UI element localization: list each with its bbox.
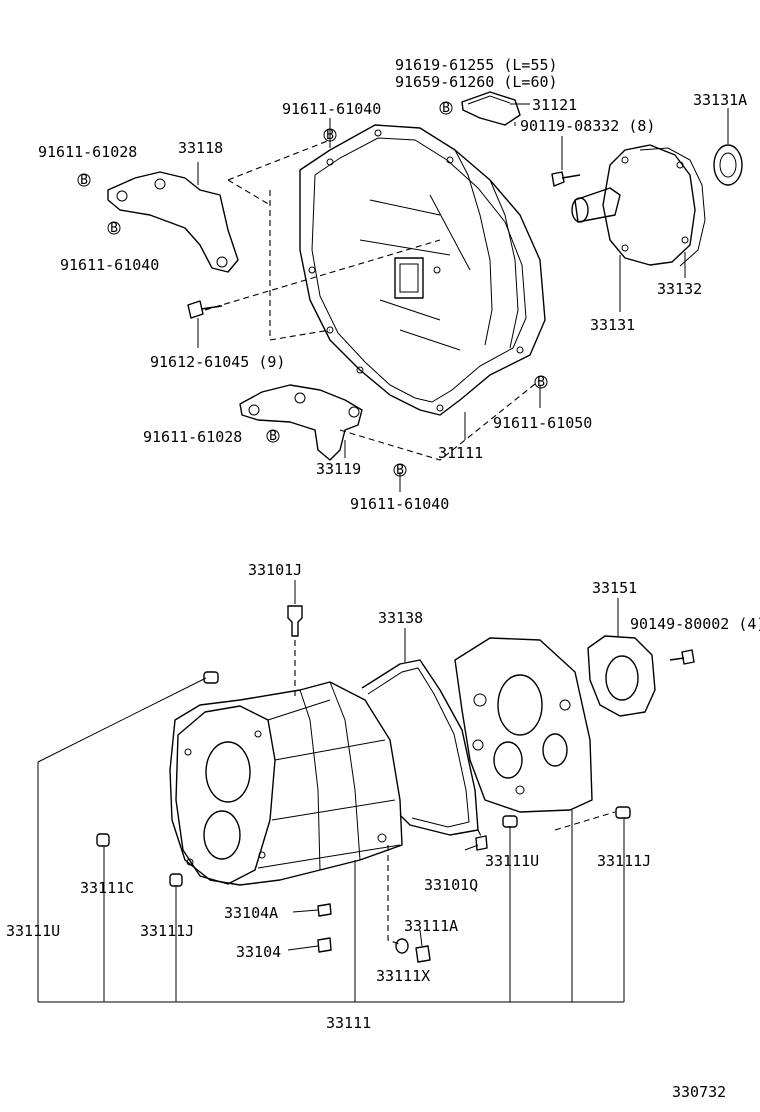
label-91611-61028-top: 91611-61028 bbox=[38, 143, 137, 161]
label-90149-80002: 90149-80002 (4) bbox=[630, 615, 760, 633]
bolt-marker-icon: B bbox=[534, 375, 548, 390]
label-33111U-left: 33111U bbox=[6, 922, 60, 940]
label-33118: 33118 bbox=[178, 139, 223, 157]
bolt-90149 bbox=[669, 649, 695, 665]
svg-text:B: B bbox=[396, 463, 404, 478]
label-91611-61040-bot: 91611-61040 bbox=[350, 495, 449, 513]
lower-alignment-lines bbox=[294, 640, 616, 946]
label-33111J-right: 33111J bbox=[597, 852, 651, 870]
label-91612-61045: 91612-61045 (9) bbox=[150, 353, 285, 371]
clutch-housing bbox=[299, 124, 546, 416]
gasket-33111X bbox=[395, 938, 409, 954]
bolt-marker-icon: B bbox=[77, 173, 91, 188]
label-31111: 31111 bbox=[438, 444, 483, 462]
label-33151: 33151 bbox=[592, 579, 637, 597]
label-33111X: 33111X bbox=[376, 967, 430, 985]
bolt-90119 bbox=[551, 171, 581, 187]
bolt-marker-icon: B bbox=[439, 101, 453, 116]
label-33104A: 33104A bbox=[224, 904, 278, 922]
label-33131: 33131 bbox=[590, 316, 635, 334]
label-33138: 33138 bbox=[378, 609, 423, 627]
label-33111C: 33111C bbox=[80, 879, 134, 897]
plug-33101Q bbox=[475, 835, 488, 851]
bolt-marker-icon: B bbox=[323, 128, 337, 143]
plug-33104A bbox=[317, 903, 332, 917]
bolt-markers: B B B B B B B bbox=[77, 101, 548, 478]
svg-text:B: B bbox=[110, 221, 118, 236]
label-91619-61255: 91619-61255 (L=55) bbox=[395, 56, 558, 74]
svg-text:B: B bbox=[80, 173, 88, 188]
label-91611-61040-top: 91611-61040 bbox=[282, 100, 381, 118]
lower-leader-lines bbox=[37, 580, 625, 1003]
plug-33111A bbox=[415, 945, 431, 963]
svg-text:B: B bbox=[269, 429, 277, 444]
label-91611-61050: 91611-61050 bbox=[493, 414, 592, 432]
svg-text:B: B bbox=[326, 128, 334, 143]
transmission-case bbox=[169, 681, 403, 886]
label-33104: 33104 bbox=[236, 943, 281, 961]
extension-adapter bbox=[571, 144, 706, 267]
label-33111U-right: 33111U bbox=[485, 852, 539, 870]
gasket-33138 bbox=[361, 659, 479, 836]
label-31121: 31121 bbox=[532, 96, 577, 114]
label-33119: 33119 bbox=[316, 460, 361, 478]
dowel-pins bbox=[96, 671, 631, 887]
inspection-cover bbox=[461, 91, 521, 126]
part-labels: 91619-61255 (L=55) 91659-61260 (L=60) 31… bbox=[6, 56, 760, 1101]
label-33111: 33111 bbox=[326, 1014, 371, 1032]
label-91659-61260: 91659-61260 (L=60) bbox=[395, 73, 558, 91]
bearing-retainer bbox=[587, 635, 656, 717]
label-33111J-left: 33111J bbox=[140, 922, 194, 940]
label-33131A: 33131A bbox=[693, 91, 747, 109]
intermediate-plate bbox=[454, 637, 593, 813]
label-33101Q: 33101Q bbox=[424, 876, 478, 894]
label-33101J: 33101J bbox=[248, 561, 302, 579]
bolt-marker-icon: B bbox=[107, 221, 121, 236]
bracket-33118 bbox=[107, 171, 239, 273]
bolt-marker-icon: B bbox=[393, 463, 407, 478]
svg-text:B: B bbox=[537, 375, 545, 390]
label-33111A: 33111A bbox=[404, 917, 458, 935]
oil-seal bbox=[713, 144, 743, 186]
upper-leader-lines bbox=[197, 103, 729, 492]
plug-33104 bbox=[317, 937, 332, 953]
label-90119-08332: 90119-08332 (8) bbox=[520, 117, 655, 135]
label-33132: 33132 bbox=[657, 280, 702, 298]
bracket-33119 bbox=[239, 384, 363, 461]
label-91611-61028-mid: 91611-61028 bbox=[143, 428, 242, 446]
diagram-code: 330732 bbox=[672, 1083, 726, 1101]
label-91611-61040-left: 91611-61040 bbox=[60, 256, 159, 274]
breather-plug bbox=[287, 605, 303, 637]
svg-text:B: B bbox=[442, 101, 450, 116]
upper-alignment-lines bbox=[204, 139, 541, 461]
bolt-marker-icon: B bbox=[266, 429, 280, 444]
